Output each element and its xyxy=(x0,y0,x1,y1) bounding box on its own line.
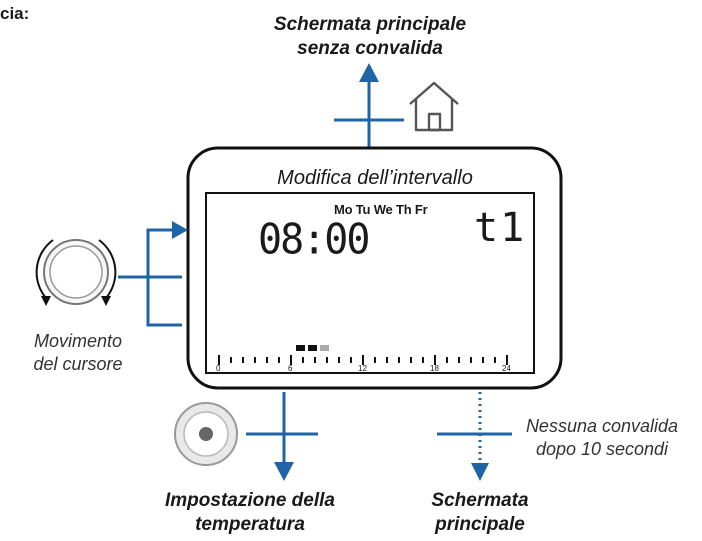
timeline-block-1 xyxy=(296,345,305,351)
timeline-block-3 xyxy=(320,345,329,351)
timeline-label-12: 12 xyxy=(358,364,367,373)
bottom-right-dotted-arrow xyxy=(437,392,512,481)
timeline-block-2 xyxy=(308,345,317,351)
top-label-main-screen-no-validation: Schermata principale senza convalida xyxy=(230,13,510,61)
bottom-right-label-line1: Schermata xyxy=(431,490,529,511)
left-label-line1: Movimento xyxy=(33,331,123,351)
left-label-line2: del cursore xyxy=(33,354,123,374)
bottom-left-label-line1: Impostazione della xyxy=(165,490,335,511)
right-label-line2: dopo 10 secondi xyxy=(535,439,669,459)
push-button-icon xyxy=(174,402,238,466)
right-label-line1: Nessuna convalida xyxy=(525,416,679,436)
left-bracket-arrows xyxy=(118,221,188,327)
bottom-left-label-line2: temperatura xyxy=(195,514,305,535)
rotary-knob-icon xyxy=(35,239,117,306)
top-arrow xyxy=(334,63,404,155)
timeline-label-18: 18 xyxy=(430,364,439,373)
lcd-days: Mo Tu We Th Fr xyxy=(334,202,428,217)
top-label-line1: Schermata principale xyxy=(273,14,467,35)
timeline-label-6: 6 xyxy=(288,364,293,373)
top-label-line2: senza convalida xyxy=(297,38,443,59)
screen-title: Modifica dell’intervallo xyxy=(277,167,473,189)
lcd-display xyxy=(205,192,535,374)
lcd-interval: t1 xyxy=(474,205,527,251)
timeline-label-24: 24 xyxy=(502,364,511,373)
lcd-time: 08:00 xyxy=(258,215,370,265)
timeline-label-0: 0 xyxy=(216,364,221,373)
bottom-right-label-line2: principale xyxy=(435,514,525,535)
right-label-no-validation-timeout: Nessuna convalida dopo 10 secondi xyxy=(504,415,700,461)
home-icon xyxy=(409,81,459,132)
left-label-cursor-movement: Movimento del cursore xyxy=(18,330,138,376)
bottom-right-label-main-screen: Schermata principale xyxy=(400,489,560,537)
header-fragment: cia: xyxy=(0,4,30,23)
bottom-left-arrow xyxy=(246,392,318,481)
timeline-ticks xyxy=(218,355,508,365)
bottom-left-label-temperature-setting: Impostazione della temperatura xyxy=(130,489,370,537)
